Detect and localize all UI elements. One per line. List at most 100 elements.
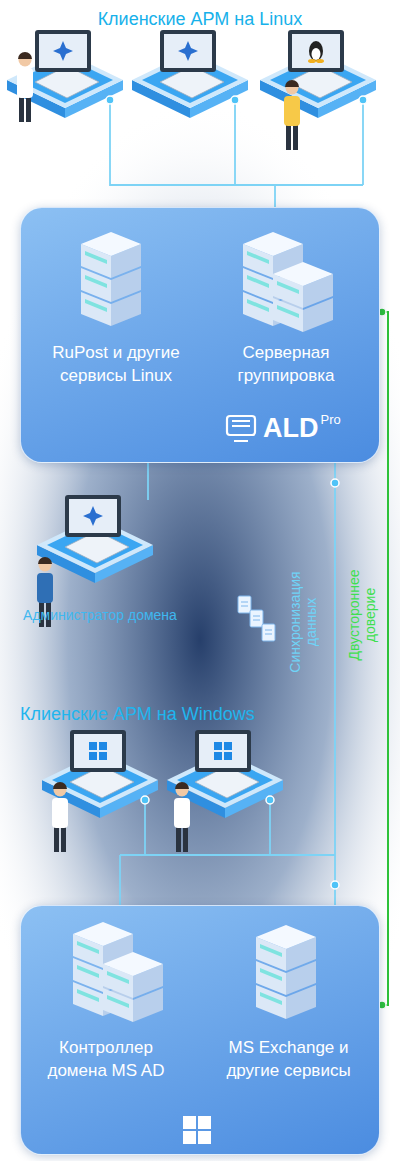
person-figure <box>52 782 68 852</box>
text-group: Клиенские АРМ на Windows <box>0 700 330 725</box>
laptop-on-pedestal <box>132 30 248 118</box>
ald-logo-icon <box>232 421 250 441</box>
person-leg <box>26 96 31 122</box>
astra-logo <box>83 506 103 526</box>
laptop-screen <box>70 730 126 772</box>
server-icon <box>81 232 141 326</box>
edge-label: Синхронизация данных <box>287 561 319 683</box>
laptop-on-pedestal <box>37 495 153 583</box>
server-light <box>277 305 299 318</box>
text-group: RuPost и другие сервисы Linux <box>36 341 196 387</box>
laptop-on-pedestal <box>260 30 376 118</box>
document-icon <box>241 602 248 606</box>
client-group: Клиенские АРМ на Windows <box>0 700 330 855</box>
server-light <box>85 275 107 288</box>
person-leg <box>183 826 188 852</box>
person-body <box>284 96 300 126</box>
text-group: Администратор домена <box>20 606 180 624</box>
server-group-box: Контроллер домена MS AD MS Exchange и дру… <box>20 905 380 1155</box>
server-top <box>243 232 303 256</box>
service-item: RuPost и другие сервисы Linux <box>36 226 196 387</box>
astra-logo <box>178 41 198 61</box>
junction-dot <box>331 479 339 487</box>
network-connector <box>334 463 336 905</box>
service-item: MS Exchange и другие сервисы <box>206 921 371 1082</box>
logo-text: ALD <box>263 412 319 444</box>
person-hair <box>53 782 67 789</box>
group-heading: Клиенские АРМ на Windows <box>20 703 330 725</box>
laptop-on-pedestal <box>7 30 123 118</box>
network-wire <box>234 100 236 185</box>
server-light <box>247 299 269 312</box>
server-icon <box>243 232 333 332</box>
windows-logo <box>89 742 97 750</box>
service-item: Серверная группировка <box>206 226 366 387</box>
server-light <box>247 275 269 288</box>
person-leg <box>19 96 24 122</box>
laptop-screen <box>65 495 121 537</box>
document-icon <box>265 630 272 634</box>
network-wire <box>269 800 271 855</box>
windows-logo <box>99 752 107 760</box>
document-icon <box>238 596 251 613</box>
person-body <box>52 798 68 828</box>
network-wire <box>144 800 146 855</box>
trust-connector <box>380 312 388 1005</box>
laptop-display <box>69 499 117 533</box>
network-connector <box>274 185 276 207</box>
network-wire <box>120 854 335 856</box>
laptop-display <box>199 734 247 768</box>
junction-dot <box>266 796 274 804</box>
pedestal-top <box>260 52 376 108</box>
junction-dot <box>231 96 239 104</box>
person-body <box>17 68 33 98</box>
network-connector <box>147 463 149 500</box>
person-figure <box>174 782 190 852</box>
server-top <box>273 262 333 286</box>
laptop-screen <box>35 30 91 72</box>
document-icon <box>262 624 275 641</box>
server-top <box>73 922 133 946</box>
penguin-logo <box>316 59 324 63</box>
person-leg <box>286 124 291 150</box>
person-hair <box>18 52 32 59</box>
person-hair <box>38 557 52 564</box>
person-leg <box>293 124 298 150</box>
edge-label: Двустороннее доверие <box>346 556 378 674</box>
person-figure <box>17 52 33 122</box>
person-body <box>174 798 190 828</box>
text-group: Контроллер домена MS AD <box>31 1036 181 1082</box>
server-light <box>85 299 107 312</box>
junction-dot <box>106 96 114 104</box>
person-leg <box>61 826 66 852</box>
windows-logo <box>214 752 222 760</box>
network-wire <box>110 100 363 185</box>
client-group: Клиенские АРМ на Linux <box>0 0 400 185</box>
server-light <box>77 989 99 1002</box>
windows-logo <box>99 742 107 750</box>
background-glow <box>0 100 400 1161</box>
windows-logo <box>198 1116 211 1129</box>
penguin-logo <box>312 48 321 60</box>
server-light <box>77 965 99 978</box>
server-icon <box>256 925 316 1019</box>
server-light <box>107 995 129 1008</box>
node-label: Контроллер домена MS AD <box>31 1036 181 1082</box>
penguin-logo <box>308 59 316 63</box>
document-icon <box>250 610 263 627</box>
person-leg <box>176 826 181 852</box>
windows-logo <box>214 742 222 750</box>
person-hair <box>175 782 189 789</box>
laptop-display <box>292 34 340 68</box>
server-top <box>256 925 316 949</box>
laptop-screen <box>160 30 216 72</box>
windows-logo <box>198 1131 211 1144</box>
node-label: MS Exchange и другие сервисы <box>206 1036 371 1082</box>
document-icon <box>253 616 260 620</box>
laptop-screen <box>195 730 251 772</box>
server-top <box>81 232 141 256</box>
junction-dot <box>359 96 367 104</box>
group-heading: Клиенские АРМ на Linux <box>0 8 400 30</box>
network-connector <box>119 855 121 905</box>
